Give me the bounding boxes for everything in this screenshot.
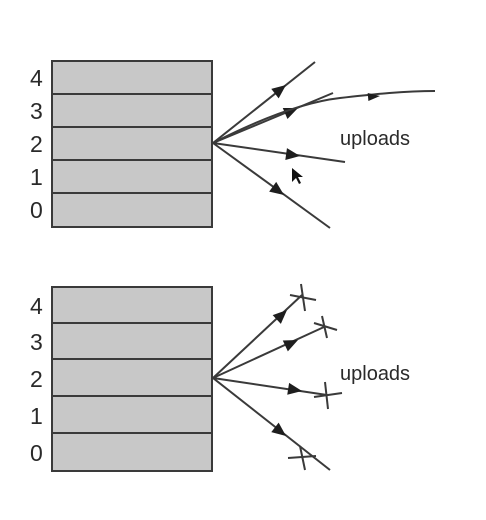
bottom-rays <box>212 283 343 471</box>
top-stack <box>51 60 213 228</box>
bottom-ray-arrow <box>271 422 286 436</box>
bottom-diagram: 4 3 2 1 0 <box>30 283 410 472</box>
bottom-level-label-4: 4 <box>30 293 43 319</box>
bottom-level-label-2: 2 <box>30 366 43 392</box>
top-level-labels: 4 3 2 1 0 <box>30 65 43 223</box>
bottom-ray <box>212 294 303 379</box>
bottom-level-label-3: 3 <box>30 329 43 355</box>
top-ray <box>212 142 331 229</box>
top-level-label-2: 2 <box>30 131 43 157</box>
bottom-cross-icon <box>313 315 338 339</box>
top-level-label-4: 4 <box>30 65 43 91</box>
top-uploads-label: uploads <box>340 128 410 150</box>
bottom-level-labels: 4 3 2 1 0 <box>30 293 43 466</box>
top-rays <box>212 61 436 229</box>
top-ray-arrow <box>285 148 300 160</box>
mouse-cursor-icon <box>292 168 303 184</box>
bottom-ray <box>212 377 328 396</box>
top-level-label-3: 3 <box>30 98 43 124</box>
top-ray <box>212 142 346 163</box>
bottom-stack-box <box>51 286 213 472</box>
bottom-ray <box>212 326 325 379</box>
bottom-ray-arrow <box>287 382 302 395</box>
top-level-label-1: 1 <box>30 164 43 190</box>
top-diagram: 4 3 2 1 0 uploads <box>30 60 436 229</box>
bottom-uploads-label: uploads <box>340 363 410 385</box>
bottom-ray <box>212 377 331 471</box>
bottom-cross-icon <box>287 445 317 471</box>
top-ray <box>212 92 334 144</box>
top-ray-curved <box>212 90 436 144</box>
bottom-cross-icon <box>313 381 343 410</box>
bottom-level-label-0: 0 <box>30 440 43 466</box>
top-ray <box>212 61 316 144</box>
bottom-cross-icon <box>289 283 317 312</box>
top-ray-arrow <box>271 85 286 99</box>
top-stack-box <box>51 60 213 228</box>
bottom-stack <box>51 286 213 472</box>
bottom-ray-arrow <box>272 310 287 324</box>
bottom-level-label-1: 1 <box>30 403 43 429</box>
top-ray-arrow <box>367 93 380 102</box>
top-ray-arrow <box>269 181 284 195</box>
top-level-label-0: 0 <box>30 197 43 223</box>
bottom-ray-arrow <box>282 340 298 352</box>
